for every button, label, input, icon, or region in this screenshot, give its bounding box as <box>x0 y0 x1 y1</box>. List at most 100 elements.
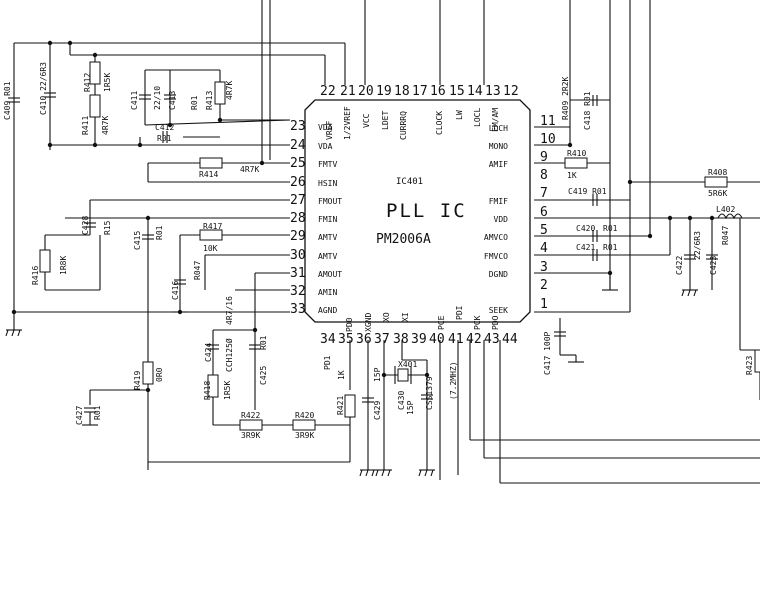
pin-label: DGND <box>489 270 508 279</box>
pin-num: 42 <box>466 332 482 347</box>
pin-label: LDET <box>381 111 390 130</box>
c416-label: C416 <box>171 281 180 300</box>
r408-value: 5R6K <box>708 189 727 198</box>
pin-num: 11 <box>540 114 556 129</box>
pin-num: 16 <box>430 84 446 99</box>
pin-num: 31 <box>290 266 306 281</box>
pin-num: 6 <box>540 205 548 220</box>
c415-value: R01 <box>155 225 164 240</box>
r420-resistor <box>292 419 316 431</box>
ic-title: PLL IC <box>386 200 467 222</box>
r15-label: R15 <box>103 220 112 235</box>
c430-label: C430 <box>397 391 406 410</box>
pin-label: FM/AM <box>491 108 500 132</box>
c429-value: 15P <box>373 367 382 382</box>
x401-label: X401 <box>398 360 417 369</box>
pin-num: 33 <box>290 302 306 317</box>
pin-num: 41 <box>448 332 464 347</box>
r408-resistor <box>704 176 728 188</box>
pin-num: 22 <box>320 84 336 99</box>
r408-label: R408 <box>708 168 727 177</box>
pin-num: 4 <box>540 241 548 256</box>
pin-label: PCK <box>473 315 482 330</box>
pin-num: 19 <box>376 84 392 99</box>
pins-left: 23 VDA 24 VDA 25 FMTV 26 HSIN 27 FMOUT 2… <box>290 119 342 317</box>
r418-label: R418 <box>203 381 212 400</box>
c422-value: 22/6R3 <box>693 231 702 260</box>
pin-label: VDA <box>318 142 333 151</box>
r417-resistor <box>199 229 223 241</box>
r414-value: 4R7K <box>240 165 259 174</box>
c410-label: C410 22/6R3 <box>39 62 48 115</box>
r420-value: 3R9K <box>295 431 314 440</box>
pin-label: PD1 <box>323 355 332 370</box>
pin-num: 25 <box>290 156 306 171</box>
pins-top: 22 21 20 19 18 17 16 15 14 13 12 VREF 1/… <box>320 84 519 140</box>
r413-value: 4R7K <box>225 81 234 100</box>
pin-label: LOCL <box>473 108 482 127</box>
r419-label: R419 <box>133 371 142 390</box>
r413-label: R413 <box>205 91 214 110</box>
c421-label: C421 <box>576 243 595 252</box>
pin-label: VCC <box>362 113 371 128</box>
pin-num: 20 <box>358 84 374 99</box>
pin-label: FMVCO <box>484 252 508 261</box>
r421-value: 1K <box>337 370 346 380</box>
pin-label: FMTV <box>318 160 337 169</box>
c427-label: C427 <box>75 406 84 425</box>
c423-label: C423 <box>709 256 718 275</box>
r416-value: 1R8K <box>59 256 68 275</box>
pin-num: 30 <box>290 248 306 263</box>
c424-label: C424 <box>204 343 213 362</box>
r412-label: R412 <box>83 73 92 92</box>
c411-value: 22/10 <box>153 86 162 110</box>
c413-label: C413 <box>168 91 177 110</box>
c413-value: R01 <box>190 95 199 110</box>
r047b-label: R047 <box>721 226 730 245</box>
c417-label: C417 100P <box>543 331 552 375</box>
ic-ref: IC401 <box>396 177 423 187</box>
r409-label: R409 2R2K <box>561 76 570 120</box>
pin-label: PD0 <box>345 317 354 332</box>
r047-label: R047 <box>193 261 202 280</box>
pin-num: 2 <box>540 278 548 293</box>
r414-label: R414 <box>199 170 218 179</box>
r410-label: R410 <box>567 149 586 158</box>
pin-num: 7 <box>540 186 548 201</box>
c422-label: C422 <box>675 256 684 275</box>
pin-num: 26 <box>290 175 306 190</box>
pin-num: 14 <box>467 84 483 99</box>
pin-label: VDA <box>318 123 333 132</box>
pin-num: 18 <box>394 84 410 99</box>
c420-value: R01 <box>603 224 618 233</box>
pin-label: VDD <box>494 215 509 224</box>
pin-num: 35 <box>338 332 354 347</box>
pin-label: XO <box>382 312 391 322</box>
r423-resistor <box>754 349 760 373</box>
pin-label: AGND <box>318 306 337 315</box>
pin-num: 27 <box>290 193 306 208</box>
c429-label: C429 <box>373 401 382 420</box>
pin-label: FMOUT <box>318 197 342 206</box>
pin-label: CLOCK <box>435 111 444 135</box>
c412-value: R01 <box>157 134 172 143</box>
r422-label: R422 <box>241 411 260 420</box>
r417-label: R417 <box>203 222 222 231</box>
pin-label: AMOUT <box>318 270 342 279</box>
pin-label: PDO <box>491 315 500 330</box>
r416-label: R416 <box>31 266 40 285</box>
c427-value: R01 <box>93 405 102 420</box>
pin-label: AMIF <box>489 160 508 169</box>
pin-label: HSIN <box>318 179 337 188</box>
v4r7-label: 4R7/16 <box>225 296 234 325</box>
c411-label: C411 <box>130 91 139 110</box>
pin-num: 43 <box>484 332 500 347</box>
r421-resistor <box>344 394 356 418</box>
pin-num: 9 <box>540 150 548 165</box>
r423-label: R423 <box>745 356 754 375</box>
pin-num: 40 <box>429 332 445 347</box>
pin-label: PDI <box>455 305 464 320</box>
pin-label: CURRRQ <box>399 111 408 140</box>
